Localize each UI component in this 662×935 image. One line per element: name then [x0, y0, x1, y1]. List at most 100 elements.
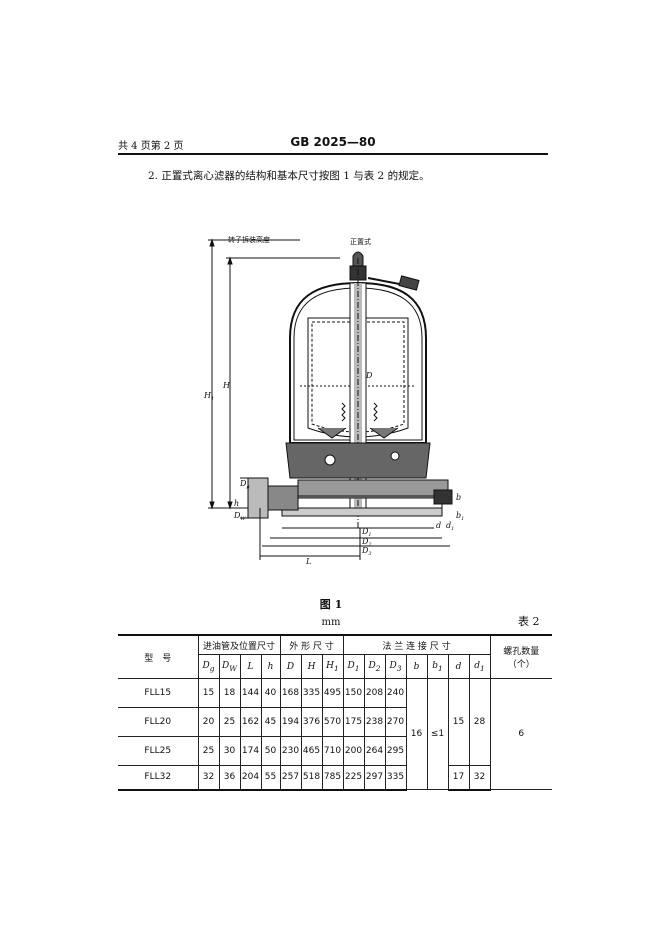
- table-cell: 208: [363, 678, 386, 708]
- table-cell: 225: [342, 765, 365, 791]
- table-cell: 200: [342, 736, 365, 766]
- table-cell: FLL25: [118, 736, 199, 766]
- header-bolts: 螺孔数量（个）: [489, 634, 552, 679]
- table-cell: 32: [197, 765, 220, 791]
- header-inlet: 进油管及位置尺寸: [197, 634, 281, 655]
- body-paragraph: 2. 正置式离心滤器的结构和基本尺寸按图 1 与表 2 的规定。: [148, 170, 430, 182]
- col-d-small: d: [447, 654, 470, 679]
- table-cell: 150: [342, 678, 365, 708]
- table-cell: 15: [197, 678, 220, 708]
- svg-text:D3: D3: [361, 546, 372, 557]
- shared-d1-a: 28: [468, 678, 491, 766]
- table-cell: 230: [279, 736, 302, 766]
- table-cell: 18: [218, 678, 241, 708]
- shared-bolts: 6: [489, 678, 552, 790]
- table-cell: 20: [197, 707, 220, 737]
- page-info: 共 4 页第 2 页: [118, 141, 184, 152]
- col-d1-small: d1: [468, 654, 490, 679]
- col-h-small: h: [260, 654, 281, 679]
- col-dw: DW: [218, 654, 241, 679]
- table-cell: 295: [384, 736, 406, 766]
- table-cell: 204: [239, 765, 262, 791]
- col-d: D: [279, 654, 302, 679]
- table-cell: 55: [260, 765, 281, 791]
- svg-text:b: b: [456, 493, 461, 502]
- shared-d-a: 15: [447, 678, 470, 766]
- shared-d1-b: 32: [468, 765, 490, 791]
- table-cell: 25: [197, 736, 220, 766]
- table-cell: 36: [218, 765, 241, 791]
- table-cell: 570: [321, 707, 344, 737]
- table-cell: 785: [321, 765, 344, 791]
- table-subheader-row: Dg DW L h D H H1 D1 D2 D3 b b1 d d1: [118, 654, 552, 679]
- svg-text:d: d: [436, 521, 441, 530]
- table-cell: 45: [260, 707, 281, 737]
- dimension-table: 型 号 进油管及位置尺寸 外 形 尺 寸 法 兰 连 接 尺 寸 螺孔数量（个）…: [118, 634, 552, 791]
- col-h: H: [300, 654, 323, 679]
- table-cell: 25: [218, 707, 241, 737]
- table-cell: 257: [279, 765, 302, 791]
- table-header-row: 型 号 进油管及位置尺寸 外 形 尺 寸 法 兰 连 接 尺 寸 螺孔数量（个）: [118, 634, 552, 679]
- svg-text:D1: D1: [361, 527, 372, 538]
- shared-b: 16: [405, 678, 428, 790]
- header-model: 型 号: [118, 634, 199, 679]
- table-cell: 264: [363, 736, 386, 766]
- shared-d-b: 17: [447, 765, 470, 791]
- table-cell: 30: [218, 736, 241, 766]
- table-cell: 335: [384, 765, 407, 791]
- table-cell: 175: [342, 707, 365, 737]
- table-cell: 495: [321, 678, 344, 708]
- svg-text:Dg: Dg: [239, 479, 250, 490]
- svg-text:D: D: [365, 371, 373, 380]
- table-number: 表 2: [518, 615, 540, 628]
- figure-caption: 图 1: [319, 598, 343, 611]
- table-cell: 465: [300, 736, 323, 766]
- col-l: L: [239, 654, 262, 679]
- table-cell: 162: [239, 707, 262, 737]
- col-d3: D3: [384, 654, 407, 679]
- col-b1: b1: [426, 654, 449, 679]
- table-cell: 238: [363, 707, 386, 737]
- table-cell: 144: [239, 678, 262, 708]
- figure-1-drawing: H1 H 转子拆装高度 正置式 D Dg DW h b b1 d d1 D1: [190, 228, 480, 568]
- svg-text:L: L: [305, 557, 311, 566]
- table-cell: FLL32: [118, 765, 199, 791]
- table-cell: 50: [260, 736, 281, 766]
- unit-label: mm: [321, 617, 341, 628]
- table-cell: 297: [363, 765, 386, 791]
- table-cell: 194: [279, 707, 302, 737]
- svg-text:H: H: [222, 381, 231, 390]
- svg-text:DW: DW: [233, 511, 246, 522]
- table-cell: 174: [239, 736, 262, 766]
- col-h1: H1: [321, 654, 344, 679]
- standard-number: GB 2025—80: [290, 135, 376, 149]
- upright-label: 正置式: [350, 237, 371, 246]
- rotor-height-label: 转子拆装高度: [228, 235, 270, 244]
- table-cell: FLL15: [118, 678, 199, 708]
- table-cell: 40: [260, 678, 281, 708]
- table-cell: 710: [321, 736, 344, 766]
- svg-text:H1: H1: [203, 391, 214, 402]
- col-d2: D2: [363, 654, 386, 679]
- table-cell: FLL20: [118, 707, 199, 737]
- header-outer: 外 形 尺 寸: [279, 634, 344, 655]
- svg-text:d1: d1: [446, 521, 454, 532]
- page-header: 共 4 页第 2 页 GB 2025—80: [118, 135, 548, 153]
- svg-text:D2: D2: [361, 537, 372, 548]
- table-cell: 335: [300, 678, 323, 708]
- table-cell: 168: [279, 678, 302, 708]
- col-dg: Dg: [198, 654, 220, 679]
- table-cell: 376: [300, 707, 323, 737]
- col-b: b: [405, 654, 428, 679]
- shared-b1: ≤1: [426, 678, 449, 790]
- table-cell: 518: [300, 765, 323, 791]
- header-rule: [118, 153, 548, 155]
- header-flange: 法 兰 连 接 尺 寸: [342, 634, 491, 655]
- col-d1: D1: [342, 654, 365, 679]
- table-cell: 240: [384, 678, 407, 708]
- svg-text:h: h: [234, 499, 239, 508]
- svg-text:b1: b1: [456, 511, 464, 522]
